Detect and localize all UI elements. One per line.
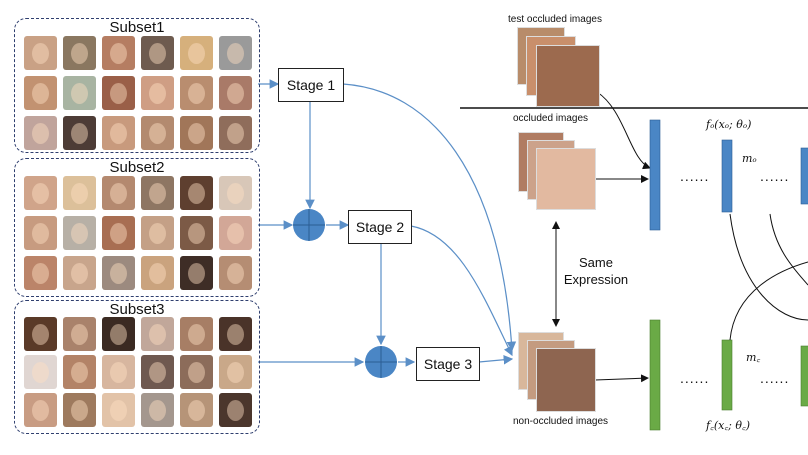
- face-image: [141, 355, 174, 389]
- face-image: [63, 76, 96, 110]
- face-image: [63, 176, 96, 210]
- curve-test-to-network: [596, 91, 651, 170]
- face-image: [102, 36, 135, 70]
- face-image: [180, 76, 213, 110]
- subset1-face-grid: [24, 36, 252, 150]
- occluded-net-layer-1: [649, 119, 661, 231]
- face-image: [102, 76, 135, 110]
- face-image: [102, 355, 135, 389]
- face-image: [63, 256, 96, 290]
- face-image: [24, 355, 57, 389]
- nonoccluded-net-layer-1: [649, 319, 661, 431]
- m-c-label: m꜀: [746, 351, 761, 364]
- curve-stage2-images: [410, 225, 513, 357]
- occluded-net-layer-2: [721, 139, 733, 213]
- nonoccluded-net-layer-2: [721, 339, 733, 411]
- face-image: [102, 216, 135, 250]
- face-image: [219, 36, 252, 70]
- test-image-front: [536, 45, 600, 107]
- occluded-dots-1: ......: [680, 168, 710, 184]
- face-image: [180, 256, 213, 290]
- subset2-face-grid: [24, 176, 252, 290]
- occluded-image-front: [536, 148, 596, 210]
- face-image: [141, 216, 174, 250]
- face-image: [141, 256, 174, 290]
- face-image: [63, 317, 96, 351]
- sum-node-2: [365, 346, 397, 378]
- face-image: [24, 256, 57, 290]
- face-image: [24, 216, 57, 250]
- face-image: [63, 393, 96, 427]
- nonoccluded-image-front: [536, 348, 596, 412]
- subset3-face-grid: [24, 317, 252, 427]
- face-image: [102, 393, 135, 427]
- arrow-stage3-images: [478, 354, 514, 365]
- sum-node-1: [293, 209, 325, 241]
- subset1-title: Subset1: [109, 19, 165, 36]
- nonoccluded-dots-1: ......: [680, 370, 710, 386]
- face-image: [219, 176, 252, 210]
- m-o-label: mₒ: [742, 152, 757, 165]
- curve-cross-3: [769, 213, 808, 286]
- curve-stage1-images: [342, 83, 517, 352]
- same-expression-line2: Expression: [563, 272, 629, 287]
- face-image: [219, 393, 252, 427]
- face-image: [102, 317, 135, 351]
- face-image: [24, 393, 57, 427]
- face-image: [180, 216, 213, 250]
- face-image: [24, 176, 57, 210]
- face-image: [219, 355, 252, 389]
- face-image: [219, 116, 252, 150]
- nonoccluded-dots-2: ......: [760, 370, 790, 386]
- stage2-box: Stage 2: [348, 210, 412, 244]
- face-image: [219, 216, 252, 250]
- face-image: [141, 393, 174, 427]
- subset1-box: [14, 18, 260, 153]
- arrow-nonoccluded-to-network: [594, 374, 649, 383]
- face-image: [219, 256, 252, 290]
- face-image: [180, 317, 213, 351]
- subset2-title: Subset2: [109, 159, 165, 176]
- occluded-net-layer-3: [800, 147, 808, 205]
- f-o-label: fₒ(xₒ; θₒ): [706, 118, 752, 131]
- face-image: [180, 176, 213, 210]
- face-image: [141, 76, 174, 110]
- face-image: [24, 116, 57, 150]
- same-expression-line1: Same: [579, 255, 613, 270]
- curve-cross-1: [729, 213, 808, 321]
- occluded-label: occluded images: [513, 113, 589, 124]
- f-c-label: f꜀(x꜀; θ꜀): [706, 419, 751, 432]
- face-image: [141, 116, 174, 150]
- face-image: [102, 256, 135, 290]
- face-image: [141, 36, 174, 70]
- nonoccluded-net-layer-3: [800, 345, 808, 407]
- face-image: [180, 355, 213, 389]
- occluded-dots-2: ......: [760, 168, 790, 184]
- face-image: [102, 176, 135, 210]
- face-image: [180, 393, 213, 427]
- face-image: [63, 36, 96, 70]
- nonoccluded-label: non-occluded images: [513, 416, 609, 427]
- face-image: [24, 76, 57, 110]
- face-image: [102, 116, 135, 150]
- face-image: [141, 317, 174, 351]
- face-image: [219, 317, 252, 351]
- face-image: [63, 116, 96, 150]
- face-image: [180, 116, 213, 150]
- face-image: [24, 317, 57, 351]
- subset3-title: Subset3: [109, 301, 165, 318]
- curve-cross-2: [729, 261, 808, 341]
- stage3-box: Stage 3: [416, 347, 480, 381]
- face-image: [180, 36, 213, 70]
- face-image: [219, 76, 252, 110]
- subset2-box: [14, 158, 260, 297]
- test-occluded-label: test occluded images: [508, 14, 602, 25]
- face-image: [24, 36, 57, 70]
- face-image: [63, 355, 96, 389]
- stage1-box: Stage 1: [278, 68, 344, 102]
- face-image: [63, 216, 96, 250]
- subset3-box: [14, 300, 260, 434]
- face-image: [141, 176, 174, 210]
